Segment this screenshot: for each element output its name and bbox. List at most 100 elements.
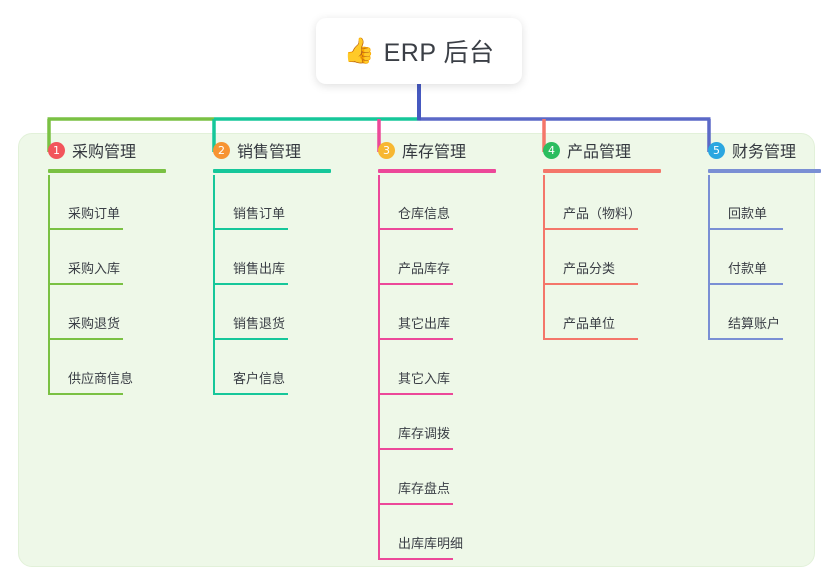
branch-header[interactable]: 1 采购管理 bbox=[30, 133, 166, 175]
leaf-item[interactable]: 出库库明细 bbox=[378, 505, 466, 560]
leaf-item-label: 采购退货 bbox=[68, 316, 121, 331]
branch-items: 销售订单销售出库销售退货客户信息 bbox=[213, 175, 301, 395]
branch-underline bbox=[543, 169, 661, 173]
leaf-item-underline bbox=[213, 338, 288, 340]
leaf-item[interactable]: 仓库信息 bbox=[378, 175, 466, 230]
branch-badge-4: 4 bbox=[543, 141, 560, 159]
leaf-item-label: 客户信息 bbox=[233, 371, 286, 386]
leaf-item[interactable]: 产品库存 bbox=[378, 230, 466, 285]
leaf-item-label: 出库库明细 bbox=[398, 536, 464, 551]
leaf-item[interactable]: 产品分类 bbox=[543, 230, 638, 285]
branch-spine bbox=[543, 175, 545, 340]
branch-column-1: 1 采购管理采购订单采购入库采购退货供应商信息 bbox=[30, 133, 166, 395]
leaf-item[interactable]: 采购入库 bbox=[48, 230, 136, 285]
branch-columns: 1 采购管理采购订单采购入库采购退货供应商信息 2 销售管理销售订单销售出库销售退货客… bbox=[0, 133, 839, 567]
leaf-item-underline bbox=[378, 558, 453, 560]
branch-items: 回款单付款单结算账户 bbox=[708, 175, 796, 340]
branch-badge-1: 1 bbox=[48, 141, 65, 159]
leaf-item[interactable]: 付款单 bbox=[708, 230, 796, 285]
branch-column-5: 5 财务管理回款单付款单结算账户 bbox=[690, 133, 821, 340]
leaf-item-underline bbox=[213, 393, 288, 395]
thumbs-up-icon: 👍 bbox=[343, 36, 375, 65]
leaf-item-label: 产品（物料） bbox=[563, 206, 642, 221]
leaf-item-label: 产品单位 bbox=[563, 316, 616, 331]
leaf-item[interactable]: 采购订单 bbox=[48, 175, 136, 230]
leaf-item[interactable]: 结算账户 bbox=[708, 285, 796, 340]
branch-column-2: 2 销售管理销售订单销售出库销售退货客户信息 bbox=[195, 133, 331, 395]
leaf-item[interactable]: 库存盘点 bbox=[378, 450, 466, 505]
leaf-item-label: 供应商信息 bbox=[68, 371, 134, 386]
leaf-item[interactable]: 采购退货 bbox=[48, 285, 136, 340]
leaf-item[interactable]: 销售订单 bbox=[213, 175, 301, 230]
branch-badge-5: 5 bbox=[708, 141, 725, 159]
leaf-item[interactable]: 其它入库 bbox=[378, 340, 466, 395]
branch-title: 销售管理 bbox=[237, 144, 302, 161]
branch-header[interactable]: 5 财务管理 bbox=[690, 133, 821, 175]
leaf-item[interactable]: 产品单位 bbox=[543, 285, 638, 340]
leaf-item-underline bbox=[708, 228, 783, 230]
leaf-item-label: 销售订单 bbox=[233, 206, 286, 221]
leaf-item-underline bbox=[378, 228, 453, 230]
branch-title: 产品管理 bbox=[567, 144, 632, 161]
leaf-item-label: 采购入库 bbox=[68, 261, 121, 276]
branch-spine bbox=[708, 175, 710, 340]
branch-column-4: 4 产品管理产品（物料） 产品分类产品单位 bbox=[525, 133, 661, 340]
leaf-item[interactable]: 销售出库 bbox=[213, 230, 301, 285]
leaf-item-underline bbox=[378, 448, 453, 450]
leaf-item-underline bbox=[213, 283, 288, 285]
leaf-item-underline bbox=[48, 393, 123, 395]
leaf-item-label: 付款单 bbox=[728, 261, 768, 276]
leaf-item-label: 销售出库 bbox=[233, 261, 286, 276]
branch-underline bbox=[48, 169, 166, 173]
branch-spine bbox=[48, 175, 50, 395]
leaf-item-label: 库存盘点 bbox=[398, 481, 451, 496]
leaf-item-label: 其它入库 bbox=[398, 371, 451, 386]
leaf-item-underline bbox=[48, 338, 123, 340]
leaf-item-label: 产品库存 bbox=[398, 261, 451, 276]
branch-title: 采购管理 bbox=[72, 144, 137, 161]
leaf-item-underline bbox=[48, 228, 123, 230]
leaf-item-underline bbox=[378, 338, 453, 340]
branch-underline bbox=[213, 169, 331, 173]
branches-panel bbox=[18, 133, 815, 567]
leaf-item-underline bbox=[48, 283, 123, 285]
leaf-item-label: 其它出库 bbox=[398, 316, 451, 331]
leaf-item[interactable]: 库存调拨 bbox=[378, 395, 466, 450]
branch-badge-3: 3 bbox=[378, 141, 395, 159]
branch-title: 财务管理 bbox=[732, 144, 797, 161]
leaf-item-underline bbox=[708, 283, 783, 285]
branch-header[interactable]: 4 产品管理 bbox=[525, 133, 661, 175]
branch-spine bbox=[378, 175, 380, 560]
leaf-item[interactable]: 供应商信息 bbox=[48, 340, 136, 395]
branch-badge-2: 2 bbox=[213, 141, 230, 159]
leaf-item[interactable]: 回款单 bbox=[708, 175, 796, 230]
leaf-item-label: 销售退货 bbox=[233, 316, 286, 331]
leaf-item[interactable]: 销售退货 bbox=[213, 285, 301, 340]
branch-items: 产品（物料） 产品分类产品单位 bbox=[543, 175, 641, 340]
leaf-item-label: 采购订单 bbox=[68, 206, 121, 221]
leaf-item[interactable]: 产品（物料） bbox=[543, 175, 641, 230]
leaf-item-label: 仓库信息 bbox=[398, 206, 451, 221]
leaf-item-label: 产品分类 bbox=[563, 261, 616, 276]
leaf-item[interactable]: 其它出库 bbox=[378, 285, 466, 340]
branch-underline bbox=[708, 169, 821, 173]
root-label: ERP 后台 bbox=[383, 39, 495, 67]
leaf-item-label: 回款单 bbox=[728, 206, 768, 221]
branch-items: 采购订单采购入库采购退货供应商信息 bbox=[48, 175, 136, 395]
leaf-item-underline bbox=[378, 503, 453, 505]
leaf-item-underline bbox=[543, 283, 638, 285]
root-node[interactable]: 👍 ERP 后台 bbox=[316, 18, 522, 84]
branch-spine bbox=[213, 175, 215, 395]
branch-header[interactable]: 2 销售管理 bbox=[195, 133, 331, 175]
leaf-item-underline bbox=[213, 228, 288, 230]
leaf-item-underline bbox=[378, 283, 453, 285]
leaf-item-underline bbox=[708, 338, 783, 340]
leaf-item[interactable]: 客户信息 bbox=[213, 340, 301, 395]
branch-items: 仓库信息产品库存其它出库其它入库库存调拨库存盘点出库库明细 bbox=[378, 175, 466, 560]
leaf-item-label: 库存调拨 bbox=[398, 426, 451, 441]
branch-underline bbox=[378, 169, 496, 173]
leaf-item-underline bbox=[543, 338, 638, 340]
leaf-item-underline bbox=[378, 393, 453, 395]
